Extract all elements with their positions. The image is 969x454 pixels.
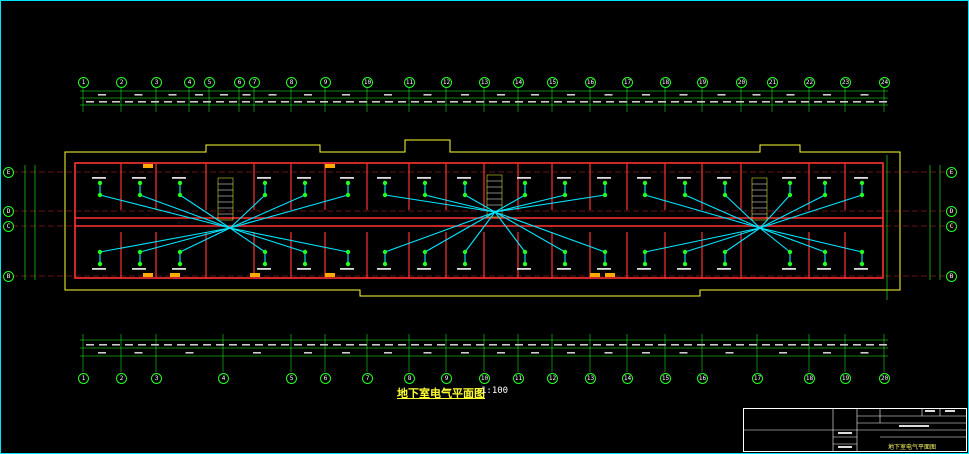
- drawing-title: 地下室电气平面图: [397, 387, 485, 400]
- bottom-axis-17: 17: [752, 373, 763, 384]
- left-row-axis-D: D: [3, 206, 14, 217]
- top-dimension-values: [86, 94, 887, 103]
- light-fixtures: [97, 180, 865, 267]
- left-row-axis-E: E: [3, 167, 14, 178]
- bottom-axis-20: 20: [879, 373, 890, 384]
- top-axis-18: 18: [660, 77, 671, 88]
- title-block-lines: [743, 408, 967, 452]
- top-axis-23: 23: [840, 77, 851, 88]
- bottom-axis-13: 13: [585, 373, 596, 384]
- top-axis-1: 1: [78, 77, 89, 88]
- top-axis-22: 22: [804, 77, 815, 88]
- top-axis-17: 17: [622, 77, 633, 88]
- top-axis-16: 16: [585, 77, 596, 88]
- top-axis-14: 14: [513, 77, 524, 88]
- bottom-axis-9: 9: [441, 373, 452, 384]
- right-row-axis-D: D: [946, 206, 957, 217]
- left-row-axis-B: B: [3, 271, 14, 282]
- top-axis-20: 20: [736, 77, 747, 88]
- stair-left: [217, 177, 234, 221]
- right-row-axis-E: E: [946, 167, 957, 178]
- title-block-text-marks: [838, 410, 955, 448]
- top-axis-8: 8: [286, 77, 297, 88]
- bottom-axis-12: 12: [547, 373, 558, 384]
- top-axis-19: 19: [697, 77, 708, 88]
- title-block-caption: 地下室电气平面图: [888, 444, 937, 451]
- drawing-scale: 1:100: [481, 386, 509, 396]
- title-block: [743, 408, 967, 452]
- bottom-axis-18: 18: [804, 373, 815, 384]
- bottom-axis-3: 3: [151, 373, 162, 384]
- top-axis-21: 21: [767, 77, 778, 88]
- top-axis-9: 9: [320, 77, 331, 88]
- building-outline: [64, 139, 901, 297]
- top-axis-13: 13: [479, 77, 490, 88]
- bottom-axis-11: 11: [513, 373, 524, 384]
- top-axis-10: 10: [362, 77, 373, 88]
- bottom-axis-4: 4: [218, 373, 229, 384]
- top-axis-3: 3: [151, 77, 162, 88]
- top-axis-5: 5: [204, 77, 215, 88]
- top-axis-2: 2: [116, 77, 127, 88]
- top-axis-12: 12: [441, 77, 452, 88]
- top-axis-15: 15: [547, 77, 558, 88]
- bottom-axis-5: 5: [286, 373, 297, 384]
- bottom-axis-14: 14: [622, 373, 633, 384]
- bottom-axis-7: 7: [362, 373, 373, 384]
- bottom-axis-8: 8: [404, 373, 415, 384]
- top-axis-6: 6: [234, 77, 245, 88]
- lighting-circuits: [99, 183, 863, 264]
- top-axis-7: 7: [249, 77, 260, 88]
- room-tags: [92, 177, 868, 270]
- distribution-boxes: [143, 164, 615, 277]
- bottom-dimension-ticks: [82, 334, 885, 372]
- right-row-axis-B: B: [946, 271, 957, 282]
- bottom-axis-10: 10: [479, 373, 490, 384]
- right-row-axis-C: C: [946, 221, 957, 232]
- stair-right: [751, 177, 768, 221]
- left-row-axis-C: C: [3, 221, 14, 232]
- stair-middle: [486, 174, 503, 218]
- top-axis-4: 4: [184, 77, 195, 88]
- top-axis-11: 11: [404, 77, 415, 88]
- exterior-walls: [74, 162, 884, 279]
- interior-partitions: [120, 163, 846, 278]
- side-dimensions: [24, 155, 941, 300]
- bottom-axis-2: 2: [116, 373, 127, 384]
- bottom-dimension-values: [86, 344, 887, 354]
- top-dimension-ticks: [82, 88, 885, 112]
- bottom-axis-16: 16: [697, 373, 708, 384]
- top-axis-24: 24: [879, 77, 890, 88]
- bottom-axis-15: 15: [660, 373, 671, 384]
- bottom-axis-6: 6: [320, 373, 331, 384]
- bottom-axis-1: 1: [78, 373, 89, 384]
- bottom-axis-19: 19: [840, 373, 851, 384]
